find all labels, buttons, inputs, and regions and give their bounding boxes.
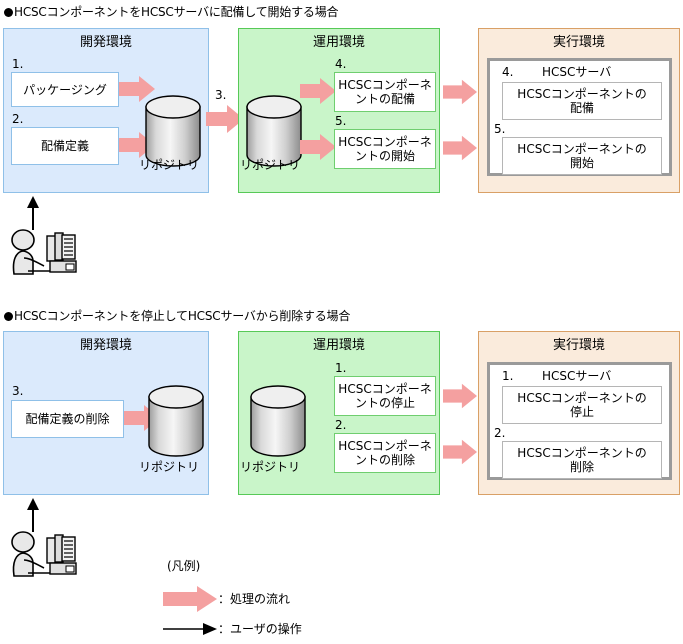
s2-run-step-1-box: HCSCコンポーネントの 停止 <box>502 386 662 424</box>
s1-run-step-1-box: HCSCコンポーネントの 配備 <box>502 82 662 120</box>
s1-ops-repository-cylinder <box>246 95 302 167</box>
s1-transfer-number: 3. <box>215 88 227 102</box>
s2-dev-panel-title: 開発環境 <box>79 338 132 353</box>
legend-user-label: ：ユーザの操作 <box>218 622 302 636</box>
legend-user-arrow-icon <box>163 623 217 635</box>
ops-panel-title: 運用環境 <box>312 35 365 50</box>
s1-ops-step-2-line2: ントの開始 <box>354 149 415 163</box>
s1-run-step-1-line1: HCSCコンポーネントの <box>517 87 647 101</box>
s2-ops-step-1-box: HCSCコンポーネ ントの停止 <box>334 376 436 416</box>
section-2-heading: HCSCコンポーネントを停止してHCSCサーバから削除する場合 <box>4 309 350 323</box>
s1-ops-step-1-number: 4. <box>335 57 347 71</box>
s2-dev-step-1-number: 3. <box>12 384 24 398</box>
s1-ops-arrow-2 <box>300 134 336 160</box>
s1-dev-step-2-label: 配備定義 <box>40 139 89 153</box>
s2-hcsc-server-title: HCSCサーバ <box>542 369 612 383</box>
s1-dev-repository-label: リポジトリ <box>139 158 200 172</box>
s2-run-step-2-line2: 削除 <box>569 460 594 474</box>
s2-ops-step-2-line2: ントの削除 <box>354 453 415 467</box>
s2-user-action-arrow <box>27 498 39 532</box>
bullet-icon-2 <box>4 312 13 321</box>
s1-run-arrow-1 <box>443 79 477 105</box>
legend-flow-label: ：処理の流れ <box>218 592 291 606</box>
s2-dev-step-1-box: 配備定義の削除 <box>11 400 124 438</box>
s2-ops-step-1-number: 1. <box>335 361 347 375</box>
s1-ops-step-2-line1: HCSCコンポーネ <box>338 135 432 149</box>
s1-ops-arrow-1 <box>300 78 336 104</box>
s1-ops-step-1-box: HCSCコンポーネ ントの配備 <box>334 72 436 112</box>
s1-user-computer-icon <box>11 229 77 275</box>
s1-run-step-1-line2: 配備 <box>569 101 594 115</box>
section-1-heading: HCSCコンポーネントをHCSCサーバに配備して開始する場合 <box>4 5 339 19</box>
s1-dev-step-1-number: 1. <box>12 57 24 71</box>
s2-ops-step-2-line1: HCSCコンポーネ <box>338 439 432 453</box>
s2-dev-repository-label: リポジトリ <box>139 460 200 474</box>
s1-hcsc-server-title: HCSCサーバ <box>542 65 612 79</box>
s2-ops-step-2-box: HCSCコンポーネ ントの削除 <box>334 433 436 473</box>
s1-ops-step-2-box: HCSCコンポーネ ントの開始 <box>334 129 436 169</box>
s1-ops-step-2-number: 5. <box>335 114 347 128</box>
s1-run-step-1-number: 4. <box>502 65 514 79</box>
s2-run-arrow-1 <box>443 383 477 409</box>
s1-hcsc-server-group: 4. HCSCサーバ HCSCコンポーネントの 配備 5. HCSCコンポーネン… <box>487 58 672 176</box>
s1-dev-step-2-number: 2. <box>12 112 24 126</box>
legend-title: (凡例) <box>167 559 201 573</box>
s2-dev-step-1-label: 配備定義の削除 <box>25 412 110 426</box>
dev-panel-title: 開発環境 <box>79 35 132 50</box>
run-panel-title: 実行環境 <box>552 35 605 50</box>
s1-dev-step-2-box: 配備定義 <box>11 127 119 165</box>
s2-run-step-1-line1: HCSCコンポーネントの <box>517 391 647 405</box>
s2-dev-repository-cylinder <box>148 385 204 457</box>
s2-ops-step-1-line2: ントの停止 <box>354 396 415 410</box>
s2-run-step-1-number: 1. <box>502 369 514 383</box>
s2-ops-repository-cylinder <box>250 385 306 457</box>
bullet-icon <box>4 8 13 17</box>
s1-dev-step-1-label: パッケージング <box>23 82 107 97</box>
s1-run-step-2-line1: HCSCコンポーネントの <box>517 142 647 156</box>
s2-run-step-2-line1: HCSCコンポーネントの <box>517 446 647 460</box>
s1-run-arrow-2 <box>443 135 477 161</box>
s2-hcsc-server-group: 1. HCSCサーバ HCSCコンポーネントの 停止 2. HCSCコンポーネン… <box>487 362 672 480</box>
s2-ops-step-2-number: 2. <box>335 418 347 432</box>
s2-run-step-2-box: HCSCコンポーネントの 削除 <box>502 441 662 479</box>
s1-run-step-2-box: HCSCコンポーネントの 開始 <box>502 137 662 175</box>
s1-ops-step-1-line2: ントの配備 <box>354 92 415 106</box>
s2-run-panel-title: 実行環境 <box>552 338 605 353</box>
s1-dev-repository-cylinder <box>145 95 201 167</box>
legend-flow-arrow-icon <box>163 586 217 612</box>
s1-transfer-arrow <box>206 105 244 133</box>
s2-user-computer-icon <box>11 531 77 577</box>
s1-run-step-2-line2: 開始 <box>569 156 594 170</box>
s2-run-step-1-line2: 停止 <box>569 405 594 419</box>
s1-dev-step-1-box: パッケージング <box>11 72 119 107</box>
s1-run-step-2-number: 5. <box>494 122 506 136</box>
s2-ops-panel-title: 運用環境 <box>312 338 365 353</box>
s1-dev-arrow-1 <box>119 76 155 102</box>
s1-ops-step-1-line1: HCSCコンポーネ <box>338 78 432 92</box>
s1-ops-repository-label: リポジトリ <box>240 158 301 172</box>
s2-ops-step-1-line1: HCSCコンポーネ <box>338 382 432 396</box>
s1-user-action-arrow <box>27 196 39 230</box>
s2-ops-repository-label: リポジトリ <box>240 460 301 474</box>
s2-run-step-2-number: 2. <box>494 426 506 440</box>
s2-run-arrow-2 <box>443 439 477 465</box>
